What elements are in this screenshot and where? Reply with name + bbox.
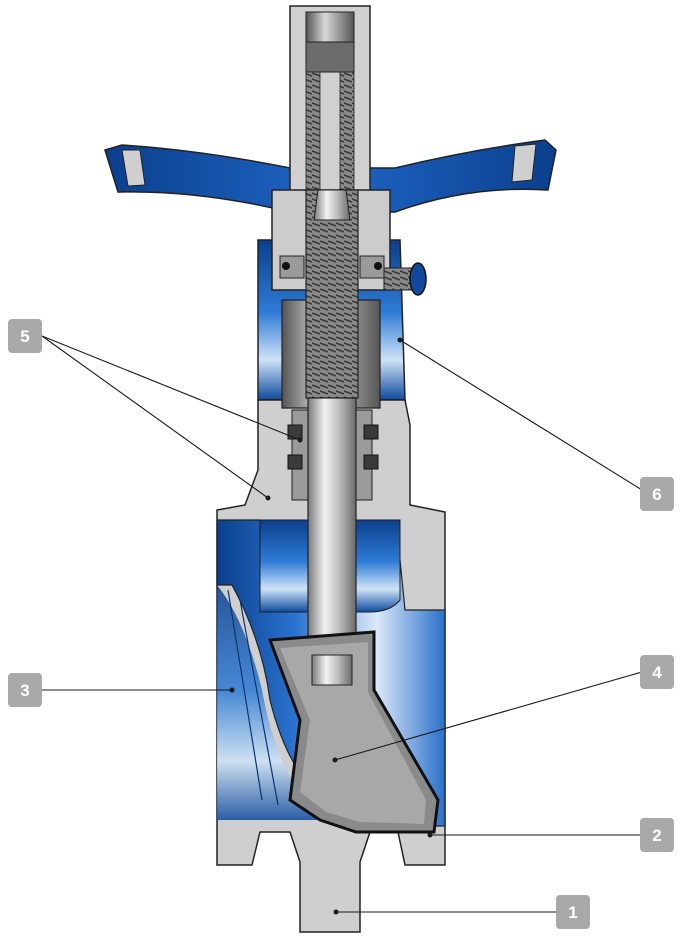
stem-thread	[305, 189, 359, 399]
leader-6	[399, 339, 643, 491]
callout-4-label: 4	[652, 663, 662, 682]
callout-4: 4	[640, 655, 674, 689]
callout-1: 1	[556, 895, 590, 929]
callout-5-label: 5	[20, 327, 29, 346]
callout-6-label: 6	[652, 485, 661, 504]
callout-3: 3	[8, 673, 42, 707]
callout-1-label: 1	[568, 903, 577, 922]
callout-2-label: 2	[652, 826, 661, 845]
stem-cap	[289, 5, 371, 192]
leader-3-dot	[229, 687, 235, 693]
leader-6-dot	[397, 337, 403, 343]
callout-6: 6	[640, 477, 674, 511]
leader-5a	[41, 335, 301, 441]
leader-5b	[41, 335, 269, 499]
leader-1-dot	[333, 909, 339, 915]
leader-4	[334, 671, 643, 761]
leader-5b-dot	[265, 495, 271, 501]
leader-5a-dot	[297, 437, 303, 443]
leader-2-dot	[427, 832, 433, 838]
bonnet-bolt	[383, 262, 427, 296]
callout-3-label: 3	[20, 681, 29, 700]
leader-4-dot	[332, 757, 338, 763]
gate-wedge	[267, 630, 440, 834]
leader-lines	[41, 335, 643, 915]
callout-2: 2	[640, 818, 674, 852]
callout-5: 5	[8, 319, 42, 353]
